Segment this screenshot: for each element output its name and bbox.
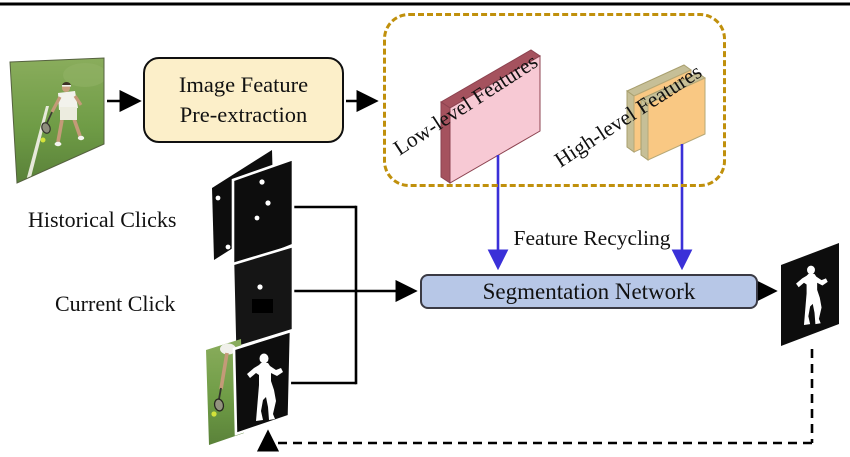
- pre-extraction-node: Image Feature Pre-extraction: [143, 57, 344, 143]
- current-click-map: [231, 244, 295, 350]
- previous-mask-map: [232, 329, 293, 436]
- segmentation-network-node: Segmentation Network: [420, 274, 758, 309]
- low-level-feature-slab: [440, 49, 541, 184]
- segmentation-network-label: Segmentation Network: [482, 279, 696, 304]
- stack-connectors: [291, 205, 358, 385]
- input-image: [9, 57, 105, 184]
- feedback-dashed-path: [268, 349, 814, 445]
- pre-extraction-label-line1: Image Feature: [178, 72, 309, 97]
- high-level-feature-slabs: [626, 64, 706, 161]
- output-mask: [781, 243, 839, 346]
- feature-cache-dashed-box: [383, 13, 726, 187]
- pre-extraction-label-line2: Pre-extraction: [179, 102, 308, 127]
